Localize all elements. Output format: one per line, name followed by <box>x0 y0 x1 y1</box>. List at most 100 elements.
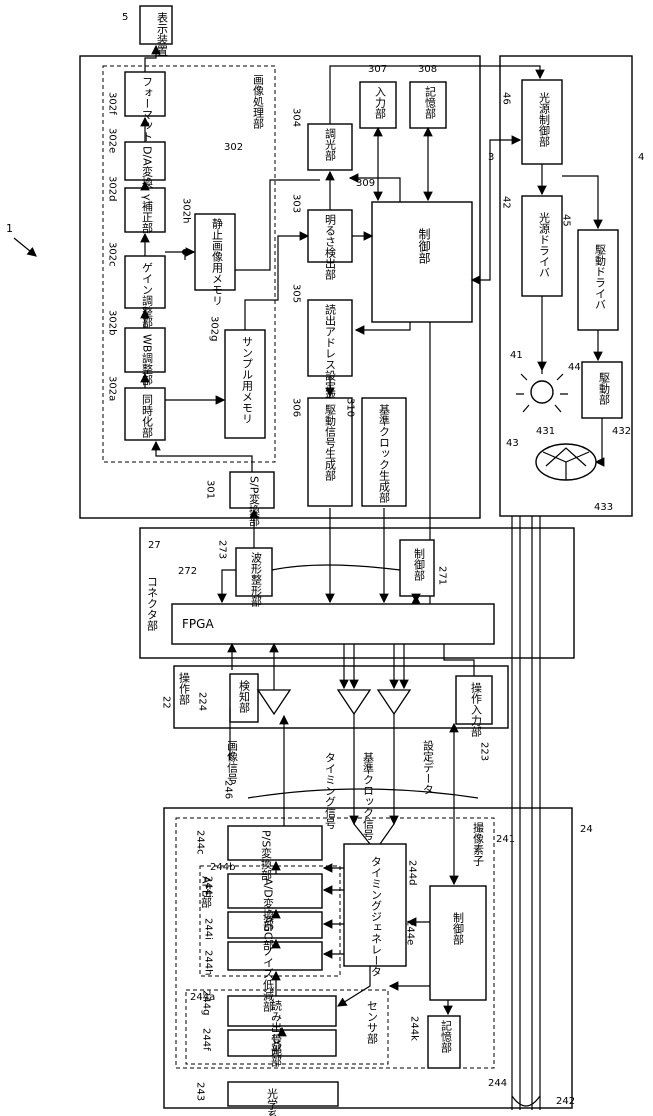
shaper-label: 波形整形部 <box>250 552 263 607</box>
shaper-to-fpga-arrow <box>222 570 236 602</box>
sync-ref: 302a <box>107 376 118 401</box>
wheel-ref-431: 431 <box>536 426 555 437</box>
tip-mem-label: 記憶部 <box>440 1019 453 1053</box>
gain-ref: 302c <box>107 242 118 267</box>
bright-label: 明るさ検出部 <box>324 214 337 280</box>
display-ref: 5 <box>122 12 128 23</box>
mot-driver-label: 駆動ドライバ <box>594 244 607 310</box>
tip-ctrl-label: 制御部 <box>452 912 465 945</box>
control-lightctrl-bus <box>472 140 520 280</box>
noise-block <box>228 942 322 970</box>
connector-ctrl-ref: 271 <box>437 566 448 585</box>
connector-label: コネクタ部 <box>146 576 159 631</box>
addr-ref: 305 <box>291 284 302 303</box>
da-ref: 302e <box>107 128 118 153</box>
sample-mem-label: サンプル用メモリ <box>241 336 254 424</box>
light-guide <box>512 516 540 1110</box>
wheel-ref-432: 432 <box>612 426 631 437</box>
clock-ref: 310 <box>345 398 356 417</box>
ad-ref: 244j <box>203 876 214 898</box>
light-ctrl-label: 光源制御部 <box>538 91 551 147</box>
control-ref: 309 <box>356 178 375 189</box>
sync-label: 同時化部 <box>141 394 154 438</box>
afe-ref: 244b <box>210 862 235 873</box>
driveunit-to-wheel-arrow <box>596 418 602 462</box>
control-label: 制御部 <box>417 228 431 264</box>
figure-ref-arrow <box>14 238 36 256</box>
sample-mem-ref: 302g <box>209 316 220 341</box>
control-to-addr-arrow <box>356 322 410 330</box>
ps-block <box>228 826 322 860</box>
lens-ref: 243 <box>195 1082 206 1101</box>
tip-ctrl-ref: 244e <box>405 920 416 945</box>
samplemem-to-bright-arrow <box>245 236 308 330</box>
filter-wheel-icon <box>536 444 596 480</box>
lens-block <box>228 1082 338 1106</box>
ctrl-shaper-line <box>272 565 400 570</box>
image-processing-label: 画像処理部 <box>252 74 265 129</box>
connector-ref: 27 <box>148 540 161 551</box>
operation-label: 操作部 <box>178 671 191 705</box>
gain-label: ゲイン調整部 <box>141 262 154 328</box>
sp-ref: 301 <box>205 480 216 499</box>
shaper-ref: 273 <box>217 540 228 559</box>
drive-gen-label: 駆動信号生成部 <box>324 404 337 481</box>
bright-ref: 303 <box>291 194 302 213</box>
sensor-label: センサ部 <box>366 1000 379 1044</box>
scope-ref: 244 <box>488 1078 507 1089</box>
drive-gen-ref: 306 <box>291 398 302 417</box>
agc-ref: 244i <box>203 918 214 940</box>
processor-ref: 3 <box>488 152 494 163</box>
still-mem-ref: 302h <box>181 198 192 223</box>
tip-mem-ref: 244k <box>409 1016 420 1041</box>
tg-ref: 244d <box>407 860 418 885</box>
op-input-label: 操作入力部 <box>470 681 483 737</box>
cable-ref: 246 <box>223 780 234 799</box>
ps-ref: 244c <box>195 830 206 855</box>
sp-to-sync-arrow <box>156 442 252 472</box>
operation-ref: 22 <box>161 696 172 709</box>
imager-ref: 241 <box>496 834 515 845</box>
agc-block <box>228 912 322 938</box>
fpga-block <box>172 604 494 644</box>
imager-label: 撮像素子 <box>472 821 485 866</box>
src-driver-ref: 42 <box>501 196 512 209</box>
detect-ref: 224 <box>197 692 208 711</box>
light-guide-tip <box>512 1096 540 1106</box>
fpga-label: FPGA <box>182 617 214 631</box>
dimmer-ref: 304 <box>291 108 302 127</box>
fmt-ref: 302f <box>107 92 118 115</box>
input-label: 入力部 <box>374 86 387 119</box>
display-label: 表示装置 <box>156 11 169 56</box>
dimmer-label: 調光部 <box>324 127 337 161</box>
recv-ref: 244f <box>201 1028 212 1051</box>
lens-label: 光学系 <box>266 1087 279 1116</box>
ad-label: A/D変換部 <box>262 878 275 931</box>
noise-label: ノイズ低減部 <box>262 946 275 1012</box>
light-source-icon <box>516 366 568 412</box>
mot-driver-ref: 45 <box>561 214 572 227</box>
tg-label: タイミングジェネレータ <box>370 856 383 977</box>
read-ref: 244g <box>201 990 212 1015</box>
figure-ref: 1 <box>6 222 13 235</box>
clock-amp-icon <box>378 690 410 714</box>
detect-label: 検知部 <box>238 679 251 713</box>
clock-signal-label: 基準クロック信号 <box>362 752 375 841</box>
noise-ref: 244h <box>203 950 214 975</box>
op-input-ref: 223 <box>479 742 490 761</box>
ad-block <box>228 874 322 908</box>
connector-ctrl-label: 制御部 <box>413 548 426 581</box>
fmt-to-display-arrow <box>145 46 156 72</box>
setting-signal-label: 設定データ <box>422 739 435 795</box>
drive-unit-ref: 44 <box>568 362 581 373</box>
tip-ref: 24 <box>580 824 593 835</box>
clock-label: 基準クロック生成部 <box>378 404 391 503</box>
opinput-to-fpga <box>444 644 474 676</box>
light-ref: 41 <box>510 350 523 361</box>
timing-amp-icon <box>338 690 370 714</box>
image-signal-label: 画像信号 <box>226 740 239 785</box>
wb-ref: 302b <box>107 310 118 335</box>
light-ctrl-ref: 46 <box>501 92 512 105</box>
ps-label: P/S変換部 <box>260 830 273 880</box>
